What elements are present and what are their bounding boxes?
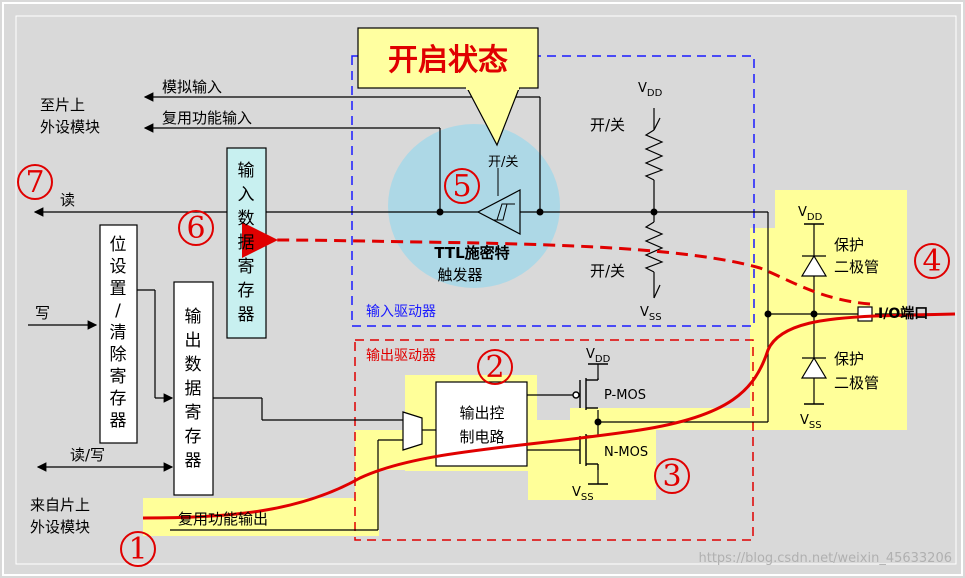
svg-text:据: 据	[185, 379, 202, 399]
inner-frame	[15, 15, 957, 565]
lower-diode-label-line2: 二极管	[834, 374, 879, 392]
output-driver-box	[354, 339, 754, 541]
schmitt-label-line2: 触发器	[437, 266, 482, 284]
input-vdd-label: VDD	[638, 81, 663, 99]
to-peripheral-line2: 外设模块	[40, 118, 100, 136]
alt-func-input-label: 复用功能输入	[162, 109, 252, 127]
svg-text:输: 输	[238, 161, 255, 181]
svg-text:数: 数	[185, 355, 202, 375]
callout-joint	[466, 82, 519, 90]
nmos-label: N-MOS	[604, 445, 648, 460]
input-driver-box	[351, 55, 755, 327]
output-driver-label: 输出驱动器	[366, 348, 436, 364]
lower-diode-label-line1: 保护	[834, 350, 864, 368]
svg-text:1: 1	[128, 532, 147, 567]
svg-text:7: 7	[25, 165, 44, 200]
page-title: 开启状态	[388, 43, 508, 78]
input-flow-line	[241, 221, 871, 306]
from-peripheral-line1: 来自片上	[30, 496, 90, 514]
output-vss-label: VSS	[572, 485, 594, 503]
output-flow-line	[142, 312, 956, 520]
svg-text:寄: 寄	[185, 403, 202, 423]
pulldown-resistor	[644, 221, 664, 273]
svg-text:除: 除	[110, 345, 127, 365]
svg-text:/: /	[115, 301, 121, 321]
marker-4: 4	[914, 243, 950, 279]
pulldown-switch-label: 开/关	[590, 262, 625, 280]
svg-text:6: 6	[186, 211, 205, 246]
protection-vss-label: VSS	[800, 413, 822, 431]
svg-text:寄: 寄	[238, 257, 255, 277]
analog-input-label: 模拟输入	[162, 78, 222, 96]
protection-vdd-label: VDD	[798, 205, 823, 223]
to-peripheral-line1: 至片上	[40, 96, 85, 114]
svg-text:存: 存	[110, 389, 127, 409]
bit-set-reset-label: 位 设 置 / 清 除 寄 存 器	[110, 235, 127, 431]
svg-text:入: 入	[238, 185, 255, 205]
schmitt-bubble	[388, 124, 560, 288]
svg-text:输: 输	[185, 307, 202, 327]
hysteresis-icon	[493, 203, 515, 221]
output-control-line1: 输出控	[459, 404, 504, 422]
schmitt-switch-label: 开/关	[488, 155, 518, 170]
title-callout	[357, 27, 539, 89]
lower-diode-icon	[800, 356, 828, 379]
marker-6: 6	[178, 210, 214, 246]
svg-text:寄: 寄	[110, 367, 127, 387]
input-data-register-label: 输 入 数 据 寄 存 器	[238, 161, 255, 325]
watermark-text: https://blog.csdn.net/weixin_45633206	[698, 551, 952, 566]
svg-text:据: 据	[238, 233, 255, 253]
svg-text:3: 3	[662, 459, 681, 494]
multiplexer-icon	[402, 411, 423, 451]
svg-text:数: 数	[238, 209, 255, 229]
svg-text:清: 清	[110, 323, 127, 343]
junctions	[436, 208, 818, 426]
pmos-icon	[572, 378, 599, 410]
input-vss-label: VSS	[640, 305, 662, 323]
marker-1: 1	[120, 531, 156, 567]
marker-5: 5	[444, 168, 480, 204]
output-control-block	[435, 381, 528, 467]
marker-7: 7	[17, 164, 53, 200]
svg-text:存: 存	[238, 281, 255, 301]
pullup-switch-icon	[653, 117, 661, 131]
pullup-switch-label: 开/关	[590, 116, 625, 134]
upper-diode-label-line1: 保护	[834, 236, 864, 254]
svg-text:设: 设	[110, 257, 127, 277]
alt-func-output-label: 复用功能输出	[178, 510, 268, 528]
input-driver-label: 输入驱动器	[366, 304, 436, 320]
upper-diode-icon	[800, 254, 828, 277]
pullup-resistor	[644, 129, 664, 181]
marker-2: 2	[477, 349, 513, 385]
pulldown-switch-icon	[653, 284, 661, 299]
svg-text:出: 出	[185, 331, 202, 351]
svg-text:2: 2	[485, 350, 504, 385]
output-vdd-label: VDD	[586, 347, 611, 365]
svg-text:4: 4	[922, 244, 941, 279]
upper-diode-label-line2: 二极管	[834, 258, 879, 276]
bit-set-reset-register	[99, 224, 138, 444]
svg-text:器: 器	[238, 305, 255, 325]
svg-text:置: 置	[110, 279, 127, 299]
write-label: 写	[35, 304, 50, 322]
pmos-label: P-MOS	[604, 388, 646, 403]
svg-text:存: 存	[185, 427, 202, 447]
output-data-register-label: 输 出 数 据 寄 存 器	[185, 307, 202, 471]
io-pin-icon	[857, 306, 873, 322]
read-write-label: 读/写	[70, 446, 105, 464]
svg-text:位: 位	[110, 235, 127, 255]
read-label: 读	[60, 191, 75, 209]
svg-text:器: 器	[110, 411, 127, 431]
marker-3: 3	[654, 458, 690, 494]
from-peripheral-line2: 外设模块	[30, 518, 90, 536]
svg-text:器: 器	[185, 451, 202, 471]
output-control-line2: 制电路	[459, 428, 504, 446]
schmitt-label-line1: TTL施密特	[434, 244, 509, 262]
io-pin-label: I/O端口	[878, 305, 928, 322]
output-data-register	[173, 281, 214, 496]
svg-text:5: 5	[452, 169, 471, 204]
